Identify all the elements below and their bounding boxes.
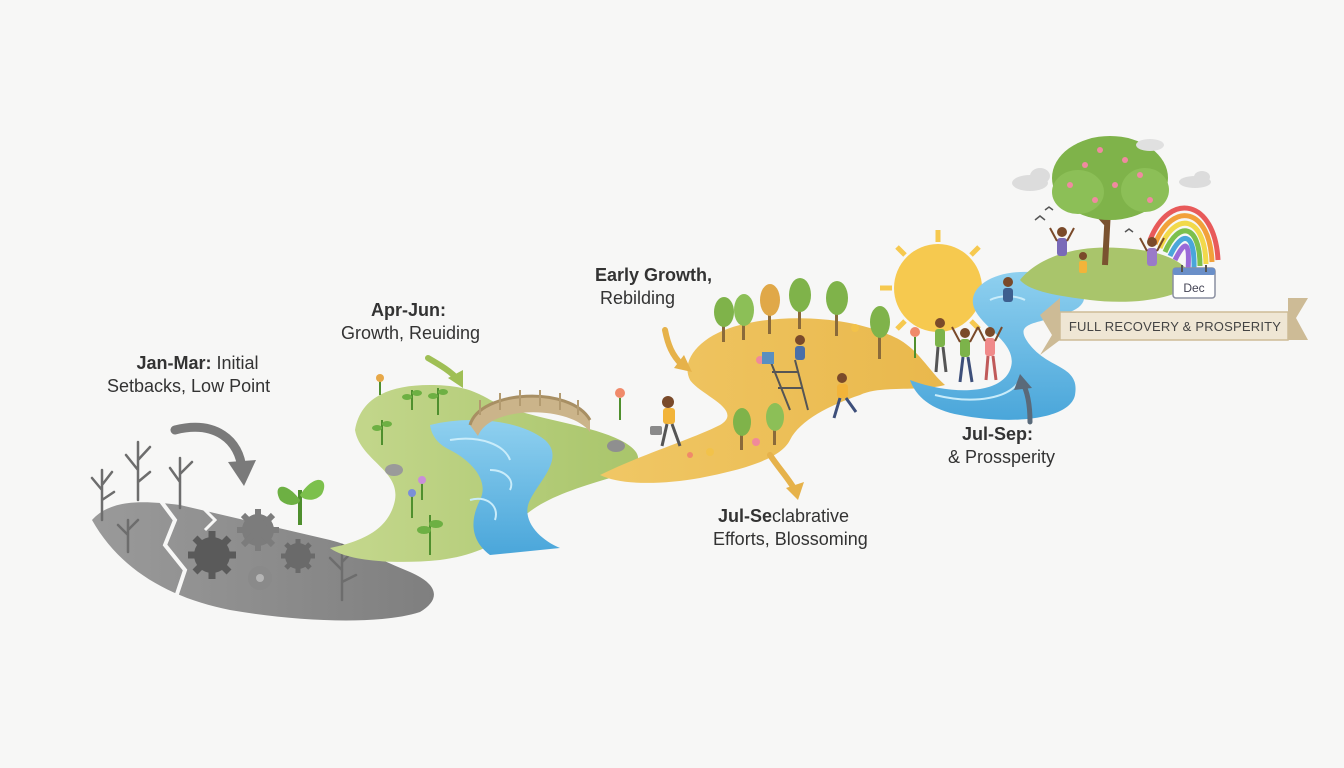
stage-title: Jul-Sep: <box>962 424 1034 444</box>
young-plants <box>372 374 448 555</box>
arrow-icon <box>1014 374 1033 425</box>
stage-label-apr-jun: Apr-Jun: Growth, Reuiding <box>341 299 480 345</box>
stage-subtitle: Setbacks, Low Point <box>107 376 271 396</box>
rainbow-icon <box>1147 205 1221 271</box>
tree-icon <box>1052 136 1169 266</box>
celebrating-people <box>934 277 1013 383</box>
banner-text: FULL RECOVERY & PROSPERITY <box>1069 319 1281 334</box>
stage-title: Jan-Mar: <box>136 353 212 373</box>
arrow-icon <box>170 422 256 486</box>
dead-trees <box>90 440 358 602</box>
stage-title: Early Growth, <box>595 265 713 285</box>
tree-icon <box>714 278 890 450</box>
gear-icon <box>237 509 279 551</box>
arrow-icon <box>425 355 463 388</box>
gold-ground-section <box>600 318 945 483</box>
person-icon <box>650 396 682 447</box>
gear-icon <box>188 531 236 579</box>
arrow-icon <box>767 452 804 500</box>
gray-ground-section <box>92 498 434 621</box>
stage-title: Apr-Jun: <box>371 300 446 320</box>
calendar-month: Dec <box>1183 281 1204 295</box>
gear-icon <box>248 566 272 590</box>
stage-label-jan-mar: Jan-Mar: Initial Setbacks, Low Point <box>107 352 270 398</box>
sprout-icon <box>277 479 325 525</box>
stage-subtitle: & Prossperity <box>948 447 1056 467</box>
bridge-icon <box>468 390 592 436</box>
person-icon <box>832 373 858 419</box>
stage-title-rest: clabrative <box>772 506 850 526</box>
stage-subtitle: Efforts, Blossoming <box>713 529 868 549</box>
flowers <box>615 324 920 458</box>
rock <box>607 440 625 452</box>
stage-title: Jul-Se <box>718 506 773 526</box>
banner: FULL RECOVERY & PROSPERITY <box>1040 298 1308 355</box>
stage-subtitle: Growth, Reuiding <box>341 323 481 343</box>
stage-subtitle: Rebilding <box>600 288 676 308</box>
calendar-icon: Dec <box>1172 265 1216 299</box>
cloud-icon <box>1136 139 1164 151</box>
gear-icon <box>281 539 315 573</box>
stage-label-jul-sep-collab: Jul-Seclabrative Efforts, Blossoming <box>713 505 868 551</box>
cloud-icon <box>1179 171 1211 188</box>
stage-label-jul-sep-prosperity: Jul-Sep: & Prossperity <box>948 423 1055 469</box>
river <box>430 420 560 555</box>
bird-icon <box>1034 206 1134 233</box>
cloud-icon <box>1012 168 1050 191</box>
arrow-icon <box>662 327 692 372</box>
stage-label-early-growth: Early Growth, Rebilding <box>595 264 712 310</box>
stage-title-rest: Initial <box>211 353 259 373</box>
hill-people <box>1049 227 1165 273</box>
rock <box>385 464 403 476</box>
person-icon <box>762 335 809 411</box>
